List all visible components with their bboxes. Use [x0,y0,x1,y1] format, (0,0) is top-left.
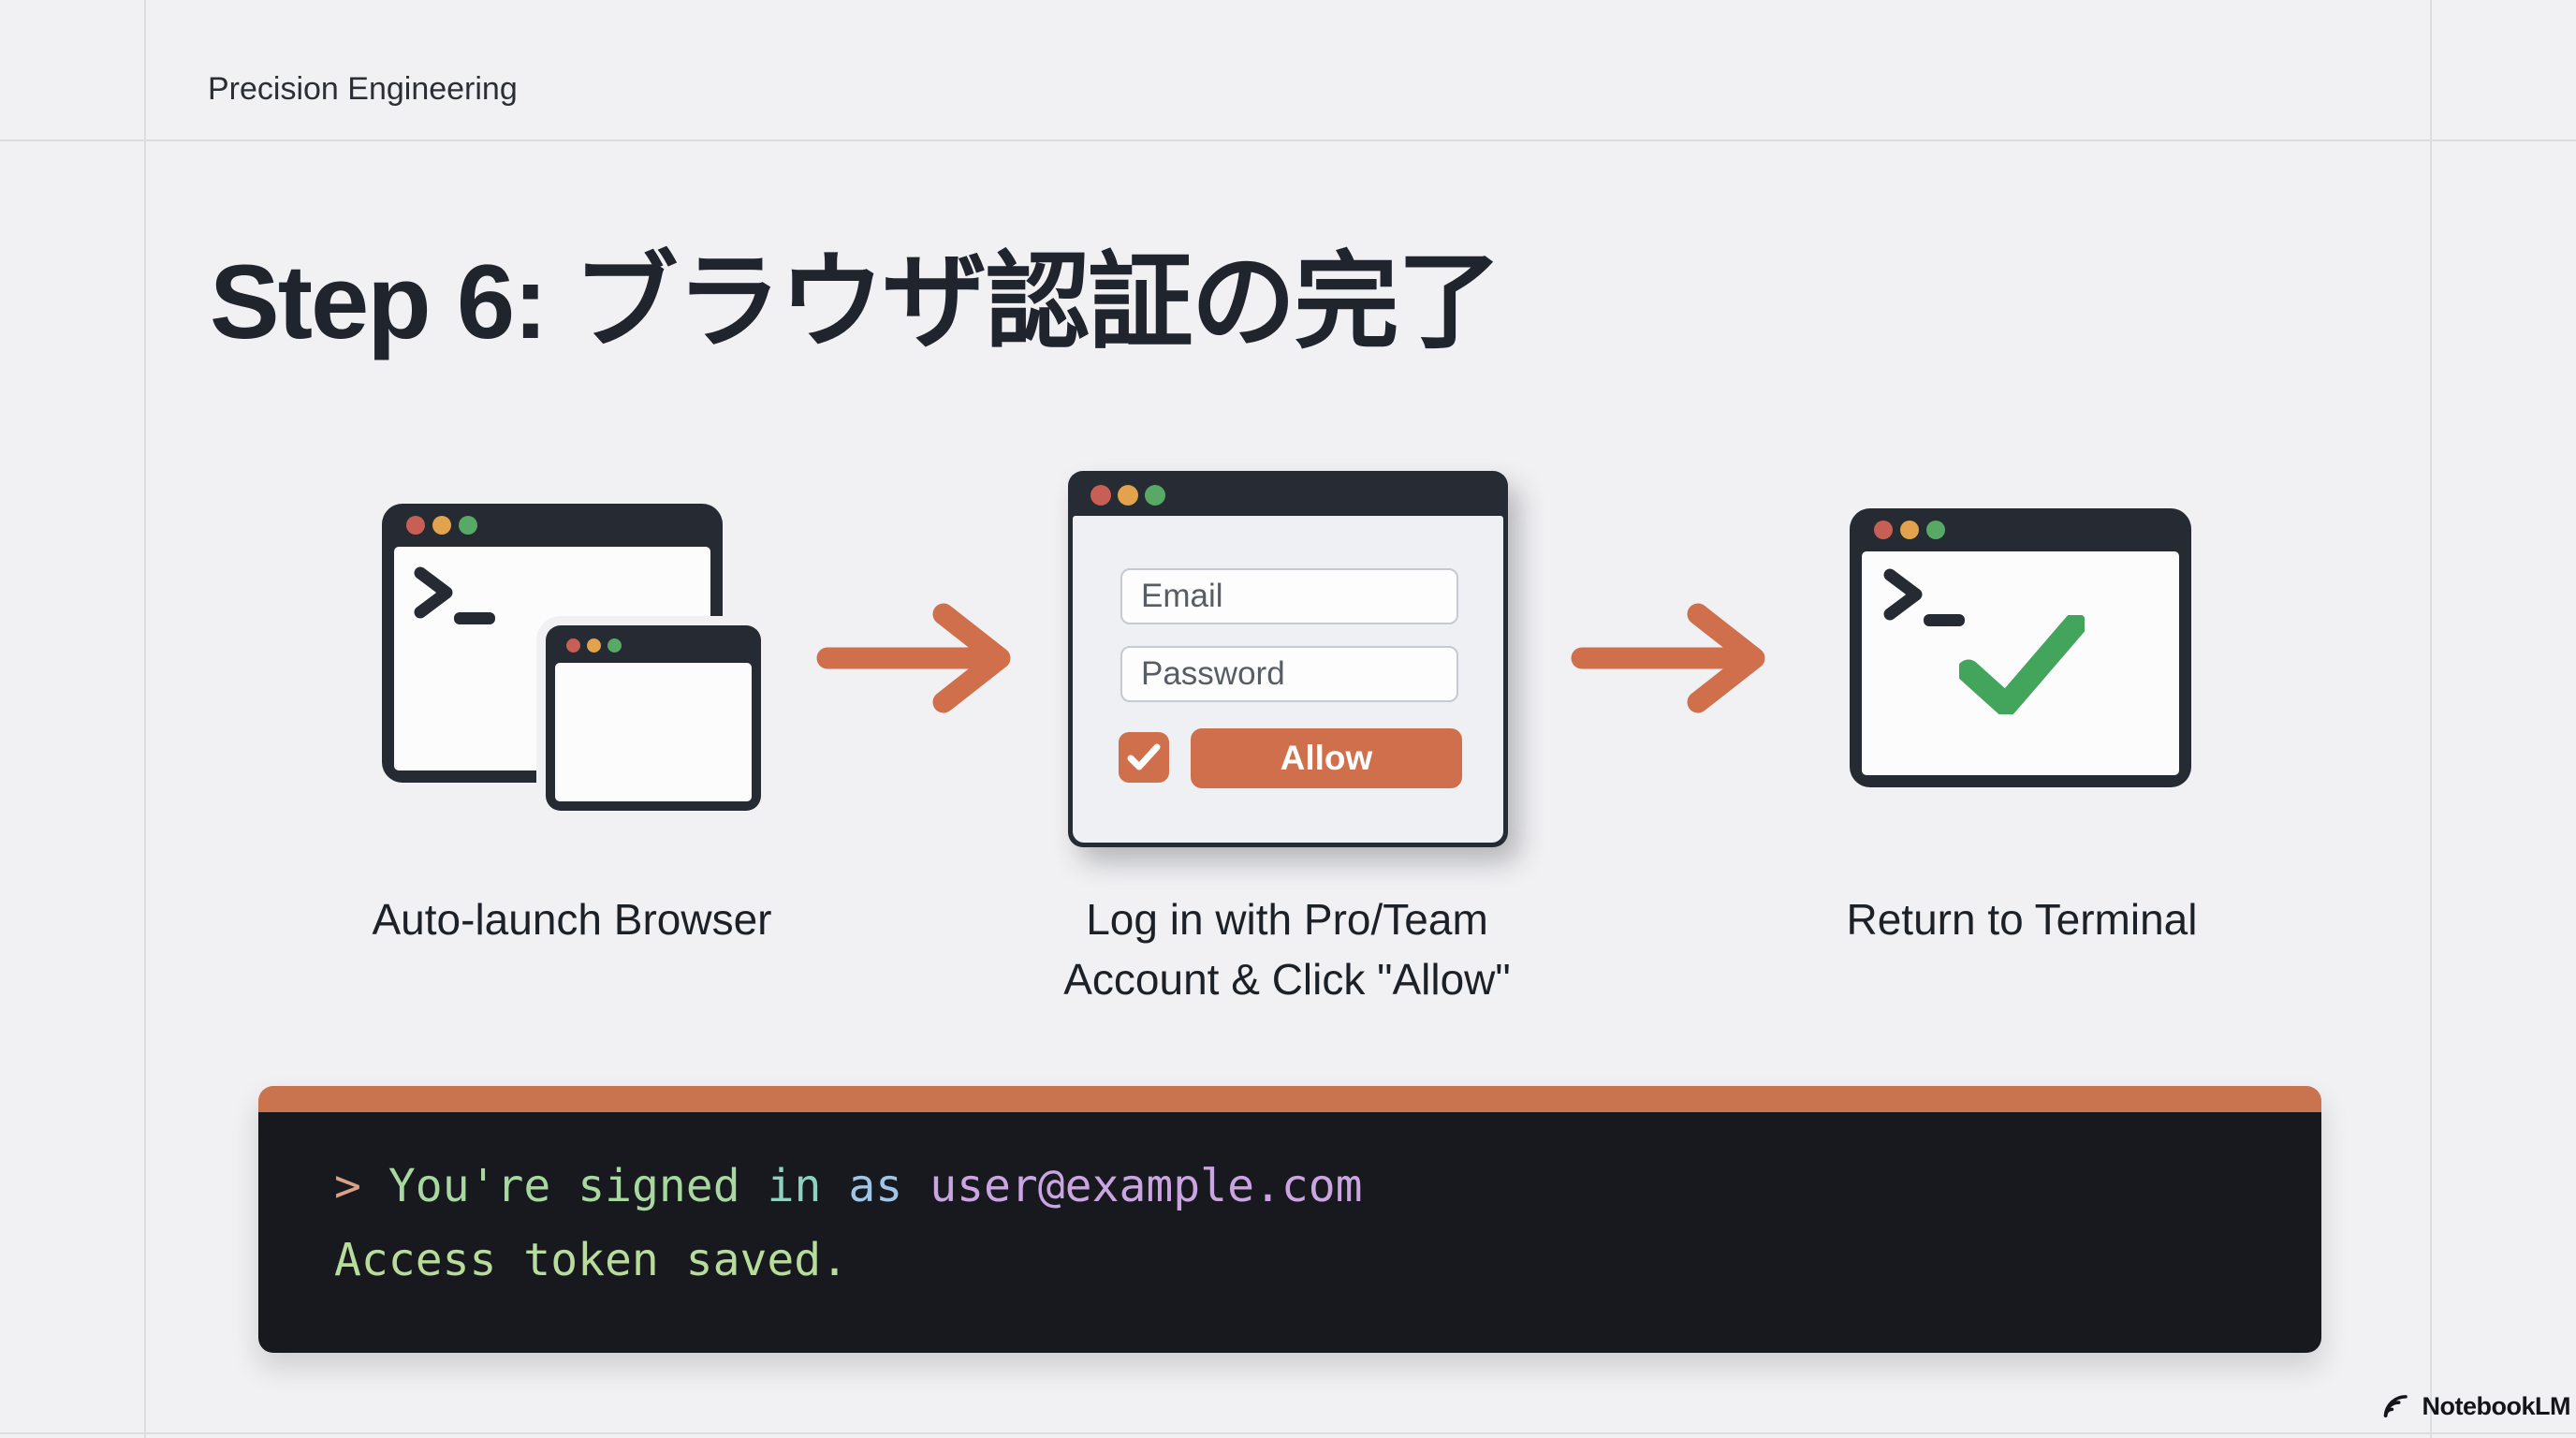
email-field[interactable] [1120,568,1458,624]
grid-line-vertical-right [2430,0,2432,1438]
browser-window-icon [546,625,761,811]
traffic-light-red-dot [1874,521,1893,539]
terminal-cursor-icon [454,612,495,624]
traffic-light-red-dot [406,516,425,535]
grid-line-vertical-left [144,0,146,1438]
step-caption: Auto-launch Browser [372,895,772,944]
step-caption: Return to Terminal [1846,895,2198,944]
brand-label: Precision Engineering [208,71,518,107]
traffic-light-orange-dot [587,638,601,653]
grid-line-horizontal-bottom [0,1432,2576,1434]
consent-checkbox[interactable] [1119,732,1169,783]
login-form: Allow [1073,516,1503,843]
traffic-light-orange-dot [432,516,451,535]
window-controls [566,638,622,653]
password-field[interactable] [1120,646,1458,702]
traffic-light-green-dot [1145,485,1165,506]
login-window: Allow [1068,471,1508,847]
terminal-prompt-char: > [334,1160,361,1212]
terminal-accent-bar [258,1086,2321,1112]
terminal-text-as: as [848,1160,903,1212]
traffic-light-orange-dot [1900,521,1919,539]
step-caption-line2: Account & Click "Allow" [1063,955,1511,1004]
window-controls [1090,485,1165,506]
traffic-light-green-dot [459,516,477,535]
terminal-text-in: in [767,1160,822,1212]
traffic-light-red-dot [1090,485,1111,506]
terminal-text-signed: You're signed [388,1160,740,1212]
terminal-prompt-icon [1882,567,1925,622]
step-caption-line1: Log in with Pro/Team [1086,895,1488,944]
watermark: NotebookLM [2380,1389,2571,1423]
traffic-light-orange-dot [1118,485,1138,506]
terminal-window-body [1862,551,2179,775]
notebooklm-label: NotebookLM [2422,1391,2571,1420]
terminal-text-email: user@example.com [929,1160,1363,1212]
arrow-right-icon [1571,603,1765,713]
allow-button[interactable]: Allow [1191,728,1462,788]
terminal-cursor-icon [1924,614,1965,626]
notebooklm-logo-icon [2383,1395,2408,1417]
step-caption: Log in with Pro/Team Account & Click "Al… [1006,889,1568,1009]
arrow-right-icon [816,603,1011,713]
traffic-light-green-dot [1926,521,1945,539]
page-title: Step 6: ブラウザ認証の完了 [210,243,1502,360]
terminal-prompt-icon [413,565,456,620]
terminal-line-2: Access token saved. [334,1234,849,1286]
check-icon [1127,743,1161,770]
browser-window-body [555,663,752,801]
checkmark-icon [1959,615,2085,714]
success-terminal-window-icon [1850,508,2191,787]
grid-line-horizontal-top [0,139,2576,141]
window-controls [406,516,477,535]
traffic-light-red-dot [566,638,580,653]
window-controls [1874,521,1945,539]
traffic-light-green-dot [607,638,622,653]
